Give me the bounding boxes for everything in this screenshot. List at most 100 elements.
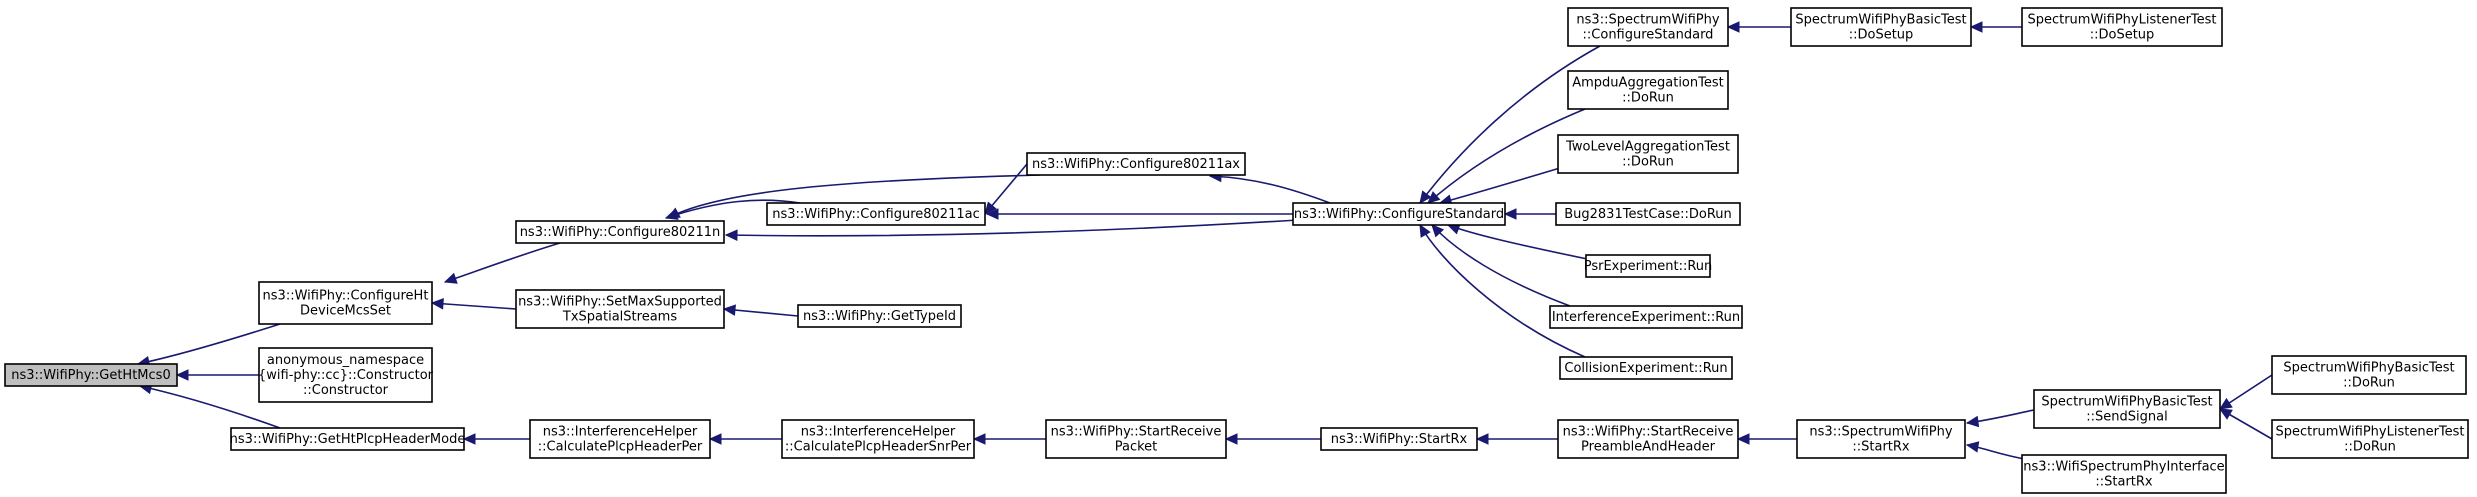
edge-configure80211ax-to-configure80211n-line	[667, 174, 1041, 219]
node-box	[1559, 356, 1733, 380]
node-box	[1557, 134, 1739, 174]
edge-ampduaggregationtest-to-configurestandard-arrowhead	[1427, 191, 1441, 204]
edge-configure80211n-to-configurehtdevicemcsset-arrowhead	[443, 272, 458, 284]
node-spectrumbasictest_dosetup[interactable]: SpectrumWifiPhyBasicTest::DoSetup	[1790, 7, 1972, 47]
node-calculateplcpheadersnrper[interactable]: ns3::InterferenceHelper::CalculatePlcpHe…	[781, 419, 975, 459]
node-box	[1320, 427, 1478, 451]
node-startreceivepreambleandheader[interactable]: ns3::WifiPhy::StartReceivePreambleAndHea…	[1557, 419, 1739, 459]
node-configure80211ax[interactable]: ns3::WifiPhy::Configure80211ax	[1026, 152, 1246, 176]
node-label: ns3::WifiPhy::SetMaxSupported	[518, 295, 722, 310]
node-spectrumconfigurestandard[interactable]: ns3::SpectrumWifiPhy::ConfigureStandard	[1567, 7, 1729, 47]
node-label: ns3::InterferenceHelper	[543, 425, 698, 440]
edge-spectrumlistenertest_dorun-to-spectrumbasictest_sendsignal	[2218, 408, 2273, 440]
node-bug2831testcase[interactable]: Bug2831TestCase::DoRun	[1555, 202, 1741, 226]
node-label: PreambleAndHeader	[1581, 440, 1716, 455]
node-label: {wifi-phy::cc}::Constructor	[258, 368, 434, 383]
edge-configure80211ax-to-configure80211ac	[984, 163, 1028, 215]
node-startrx[interactable]: ns3::WifiPhy::StartRx	[1320, 427, 1478, 451]
node-box	[766, 202, 986, 226]
edge-spectrumbasictest_dorun-to-spectrumbasictest_sendsignal	[2218, 374, 2273, 410]
edge-spectrumbasictest_dorun-to-spectrumbasictest_sendsignal-arrowhead	[2218, 397, 2233, 410]
node-interferenceexperiment[interactable]: InterferenceExperiment::Run	[1549, 305, 1743, 329]
node-label: ::Constructor	[303, 383, 389, 398]
edge-configure80211ax-to-configure80211ac-arrowhead	[984, 201, 997, 215]
edges-layer	[136, 21, 2273, 461]
node-label: ::DoSetup	[1849, 28, 1914, 43]
node-label: ::StartRx	[2095, 475, 2153, 490]
node-box	[2021, 7, 2223, 47]
node-box	[258, 347, 433, 403]
edge-calculateplcpheaderper-to-gethtplcpheadermode	[462, 433, 530, 445]
node-ampduaggregationtest[interactable]: AmpduAggregationTest::DoRun	[1567, 70, 1729, 110]
node-calculateplcpheaderper[interactable]: ns3::InterferenceHelper::CalculatePlcpHe…	[529, 419, 711, 459]
node-spectrumlistenertest_dosetup[interactable]: SpectrumWifiPhyListenerTest::DoSetup	[2021, 7, 2223, 47]
edge-startreceivepreambleandheader-to-startrx	[1475, 433, 1558, 445]
node-label: ::CalculatePlcpHeaderPer	[538, 440, 703, 455]
node-label: ns3::WifiPhy::StartReceive	[1563, 425, 1734, 440]
node-label: PsrExperiment::Run	[1584, 259, 1713, 274]
edge-interferenceexperiment-to-configurestandard-line	[1431, 224, 1571, 307]
edge-spectrumbasictest_sendsignal-to-spectrumstartrx	[1965, 409, 2035, 428]
node-label: Bug2831TestCase::DoRun	[1564, 207, 1732, 222]
node-label: TxSpatialStreams	[562, 310, 677, 325]
node-box	[230, 427, 465, 451]
node-label: SpectrumWifiPhyListenerTest	[2027, 13, 2216, 28]
node-spectrumbasictest_dorun[interactable]: SpectrumWifiPhyBasicTest::DoRun	[2271, 355, 2467, 395]
node-configure80211ac[interactable]: ns3::WifiPhy::Configure80211ac	[766, 202, 986, 226]
node-label: ::SendSignal	[2086, 410, 2167, 425]
node-gethtplcpheadermode[interactable]: ns3::WifiPhy::GetHtPlcpHeaderMode	[230, 427, 466, 451]
node-box	[529, 419, 711, 459]
node-box	[1796, 419, 1966, 459]
edge-wifispectrumphyinterface_startrx-to-spectrumstartrx	[1965, 441, 2031, 461]
node-wifispectrumphyinterface_startrx[interactable]: ns3::WifiSpectrumPhyInterface::StartRx	[2021, 454, 2227, 494]
node-setmaxsupportedtxspatialstreams[interactable]: ns3::WifiPhy::SetMaxSupportedTxSpatialSt…	[515, 289, 725, 329]
node-label: ns3::WifiPhy::GetHtPlcpHeaderMode	[230, 432, 466, 447]
node-spectrumlistenertest_dorun[interactable]: SpectrumWifiPhyListenerTest::DoRun	[2271, 419, 2469, 459]
node-box	[1567, 70, 1729, 110]
node-twolevelaggregationtest[interactable]: TwoLevelAggregationTest::DoRun	[1557, 134, 1739, 174]
node-label: ns3::InterferenceHelper	[801, 425, 956, 440]
node-spectrumstartrx[interactable]: ns3::SpectrumWifiPhy::StartRx	[1796, 419, 1966, 459]
node-label: ns3::WifiPhy::Configure80211ax	[1032, 157, 1240, 172]
node-label: ::DoRun	[1622, 155, 1674, 170]
node-box	[2021, 454, 2227, 494]
node-configure80211n[interactable]: ns3::WifiPhy::Configure80211n	[515, 220, 725, 244]
nodes-layer: ns3::WifiPhy::GetHtMcs0 ns3::WifiPhy::Con…	[4, 7, 2469, 494]
node-spectrumbasictest_sendsignal[interactable]: SpectrumWifiPhyBasicTest::SendSignal	[2033, 389, 2221, 429]
node-label: SpectrumWifiPhyBasicTest	[2041, 395, 2212, 410]
node-label: SpectrumWifiPhyListenerTest	[2275, 425, 2464, 440]
node-gettypeid[interactable]: ns3::WifiPhy::GetTypeId	[797, 304, 962, 328]
edge-ampduaggregationtest-to-configurestandard	[1427, 108, 1586, 204]
edge-configurehtdevicemcsset-to-gethtmcs0-line	[137, 323, 281, 365]
edge-configurestandard-to-configure80211ac	[985, 208, 1293, 220]
edge-bug2831testcase-to-configurestandard-arrowhead	[1503, 208, 1517, 220]
node-box	[2271, 419, 2469, 459]
node-gethtmcs0[interactable]: ns3::WifiPhy::GetHtMcs0	[4, 363, 178, 387]
node-label: ns3::WifiPhy::StartRx	[1331, 432, 1468, 447]
node-collisionexperiment[interactable]: CollisionExperiment::Run	[1559, 356, 1733, 380]
edge-ampduaggregationtest-to-configurestandard-line	[1427, 108, 1586, 204]
edge-configurestandard-to-configure80211n-arrowhead	[724, 229, 738, 241]
node-configurestandard[interactable]: ns3::WifiPhy::ConfigureStandard	[1292, 202, 1506, 226]
node-box	[797, 304, 962, 328]
edge-startreceivepacket-to-calculateplcpheadersnrper	[972, 433, 1046, 445]
edge-calculateplcpheaderper-to-gethtplcpheadermode-arrowhead	[462, 433, 476, 445]
edge-setmaxsupportedtxspatialstreams-to-configurehtdevicemcsset	[430, 298, 517, 310]
node-box	[1045, 419, 1227, 459]
node-box	[1790, 7, 1972, 47]
edge-configure80211ax-to-configure80211n-arrowhead	[666, 207, 681, 219]
edge-collisionexperiment-to-configurestandard-arrowhead	[1419, 223, 1431, 238]
edge-spectrumconfigurestandard-to-configurestandard-arrowhead	[1419, 190, 1432, 204]
node-label: ::DoSetup	[2090, 28, 2155, 43]
node-label: ::CalculatePlcpHeaderSnrPer	[785, 440, 972, 455]
edge-spectrumconfigurestandard-to-configurestandard	[1419, 45, 1601, 204]
edge-gettypeid-to-setmaxsupportedtxspatialstreams-line	[723, 308, 799, 317]
node-psrexperiment[interactable]: PsrExperiment::Run	[1584, 254, 1713, 278]
node-anon_constructor[interactable]: anonymous_namespace{wifi-phy::cc}::Const…	[258, 347, 434, 403]
node-box	[515, 220, 725, 244]
node-label: Packet	[1115, 440, 1158, 455]
edge-configure80211n-to-configurehtdevicemcsset-line	[444, 242, 561, 283]
